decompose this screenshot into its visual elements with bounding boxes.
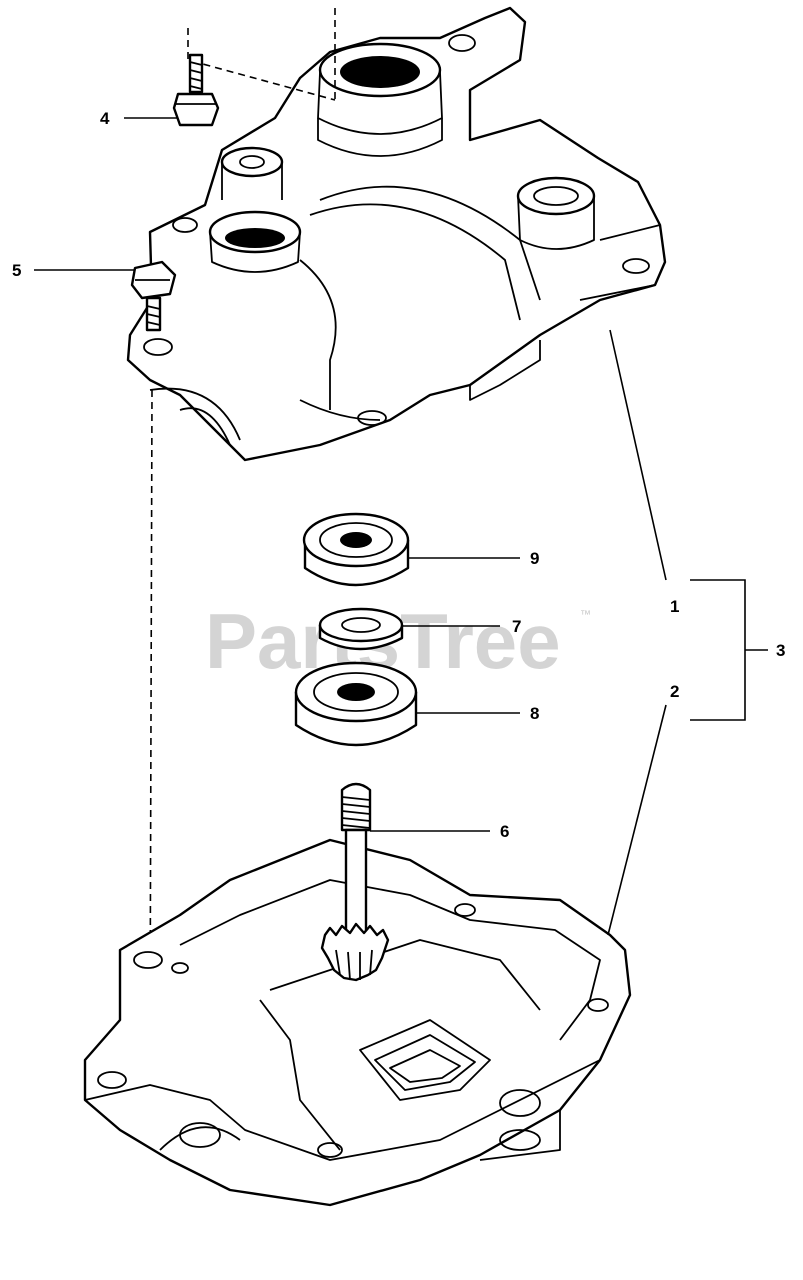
- shaft-gear-part-6: [320, 782, 390, 982]
- callout-label-4: 4: [100, 109, 110, 128]
- callout-leaders: [34, 117, 768, 936]
- bearing-part-9: [302, 512, 410, 587]
- bolt-part-4: [172, 53, 220, 127]
- lower-housing-part: [83, 838, 632, 1207]
- callout-label-3: 3: [776, 641, 785, 660]
- bolt-part-5: [130, 260, 177, 332]
- bearing-part-8: [294, 661, 418, 747]
- callout-label-9: 9: [530, 549, 539, 568]
- watermark-trademark: ™: [580, 609, 591, 621]
- upper-housing-part: [126, 6, 667, 462]
- callout-label-7: 7: [512, 617, 521, 636]
- washer-part-7: [318, 607, 404, 651]
- callout-label-5: 5: [12, 261, 21, 280]
- callout-label-2: 2: [670, 682, 679, 701]
- callout-label-6: 6: [500, 822, 509, 841]
- callout-label-8: 8: [530, 704, 539, 723]
- callout-label-1: 1: [670, 597, 679, 616]
